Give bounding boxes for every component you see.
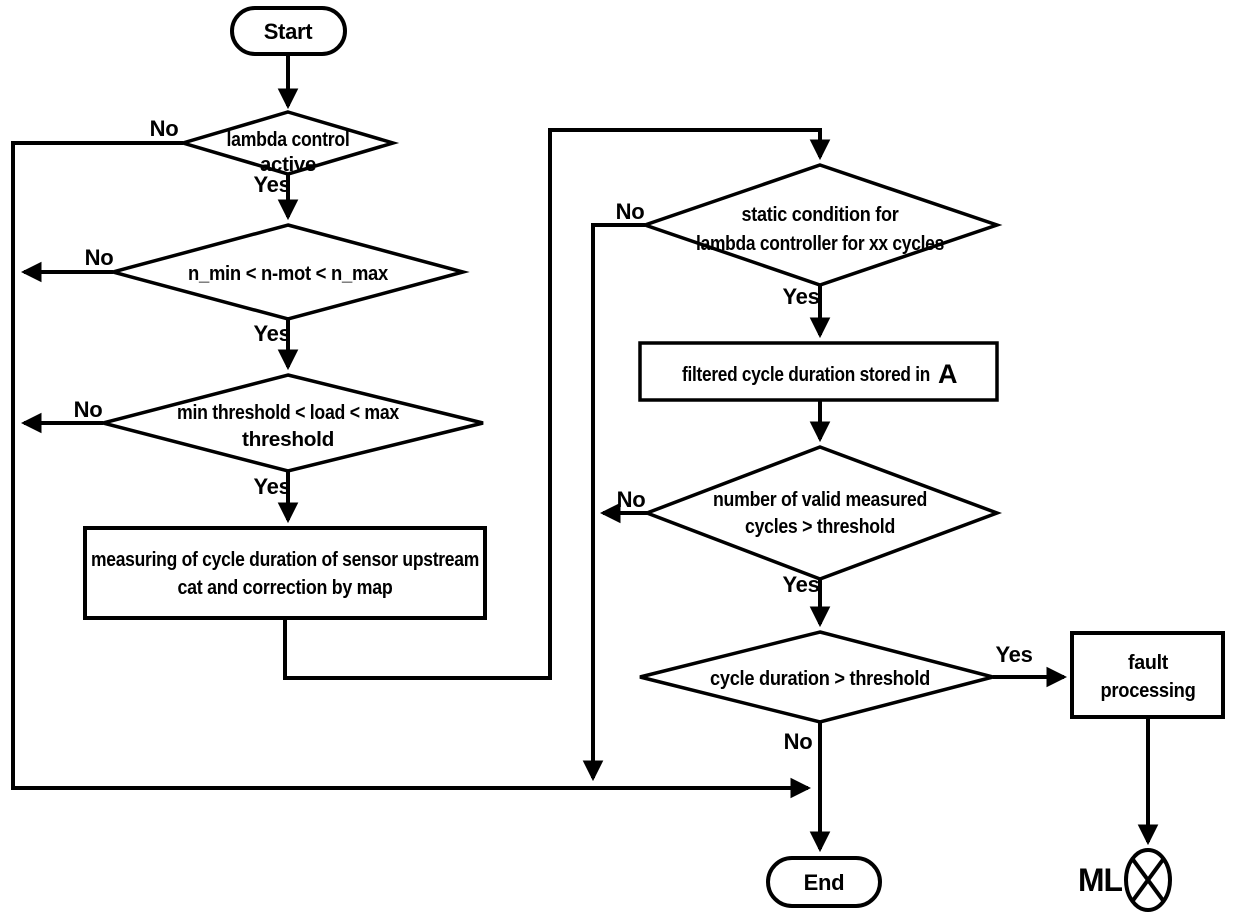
label-valid-no: No xyxy=(617,487,646,512)
decision-cycle-duration-line1: cycle duration > threshold xyxy=(710,668,930,690)
process-filtered-var: A xyxy=(938,359,957,389)
start-node xyxy=(230,6,347,56)
label-load-yes: Yes xyxy=(253,474,290,499)
decision-load-range xyxy=(96,373,484,473)
decision-rpm-range xyxy=(106,223,470,321)
label-static-yes: Yes xyxy=(782,284,819,309)
decision-valid-cycles-line1: number of valid measured xyxy=(713,489,927,511)
label-cycle-yes: Yes xyxy=(995,642,1032,667)
end-label: End xyxy=(804,870,845,895)
label-load-no: No xyxy=(74,397,103,422)
end-node xyxy=(766,856,882,908)
decision-static-condition-line2: lambda controller for xx cycles xyxy=(696,233,944,255)
decision-lambda-active-line2: active xyxy=(260,154,316,176)
start-label: Start xyxy=(264,19,314,44)
label-valid-yes: Yes xyxy=(782,572,819,597)
process-fault-line1: fault xyxy=(1128,652,1169,674)
process-filtered xyxy=(638,341,999,402)
decision-static-condition-line1: static condition for xyxy=(742,204,899,226)
label-lambda-yes: Yes xyxy=(253,172,290,197)
process-fault-line2: processing xyxy=(1101,680,1196,702)
decision-load-range-line2: threshold xyxy=(242,429,334,451)
process-measure-line2: cat and correction by map xyxy=(178,577,393,599)
label-rpm-yes: Yes xyxy=(253,321,290,346)
label-rpm-no: No xyxy=(85,245,114,270)
edge-static-no-down xyxy=(582,223,645,782)
edge-measure-to-static xyxy=(283,128,831,680)
decision-valid-cycles xyxy=(642,445,1003,581)
process-measure xyxy=(83,526,487,620)
process-fault xyxy=(1070,631,1225,719)
process-measure-line1: measuring of cycle duration of sensor up… xyxy=(91,549,479,571)
label-static-no: No xyxy=(616,199,645,224)
ml-label: ML xyxy=(1078,862,1122,898)
label-cycle-no: No xyxy=(784,729,813,754)
decision-static-condition xyxy=(639,163,1003,287)
label-lambda-no: No xyxy=(150,116,179,141)
edge-lambda-no-left-loop xyxy=(11,141,812,799)
decision-rpm-range-line1: n_min < n-mot < n_max xyxy=(188,263,388,285)
decision-cycle-duration xyxy=(639,630,1000,724)
decision-load-range-line1: min threshold < load < max xyxy=(177,402,399,424)
process-filtered-text: filtered cycle duration stored in xyxy=(682,364,930,386)
decision-valid-cycles-line2: cycles > threshold xyxy=(745,516,895,538)
decision-lambda-active-line1: lambda control xyxy=(227,129,350,151)
decision-lambda-active xyxy=(176,110,400,176)
ml-indicator-lamp-icon xyxy=(1124,848,1172,912)
